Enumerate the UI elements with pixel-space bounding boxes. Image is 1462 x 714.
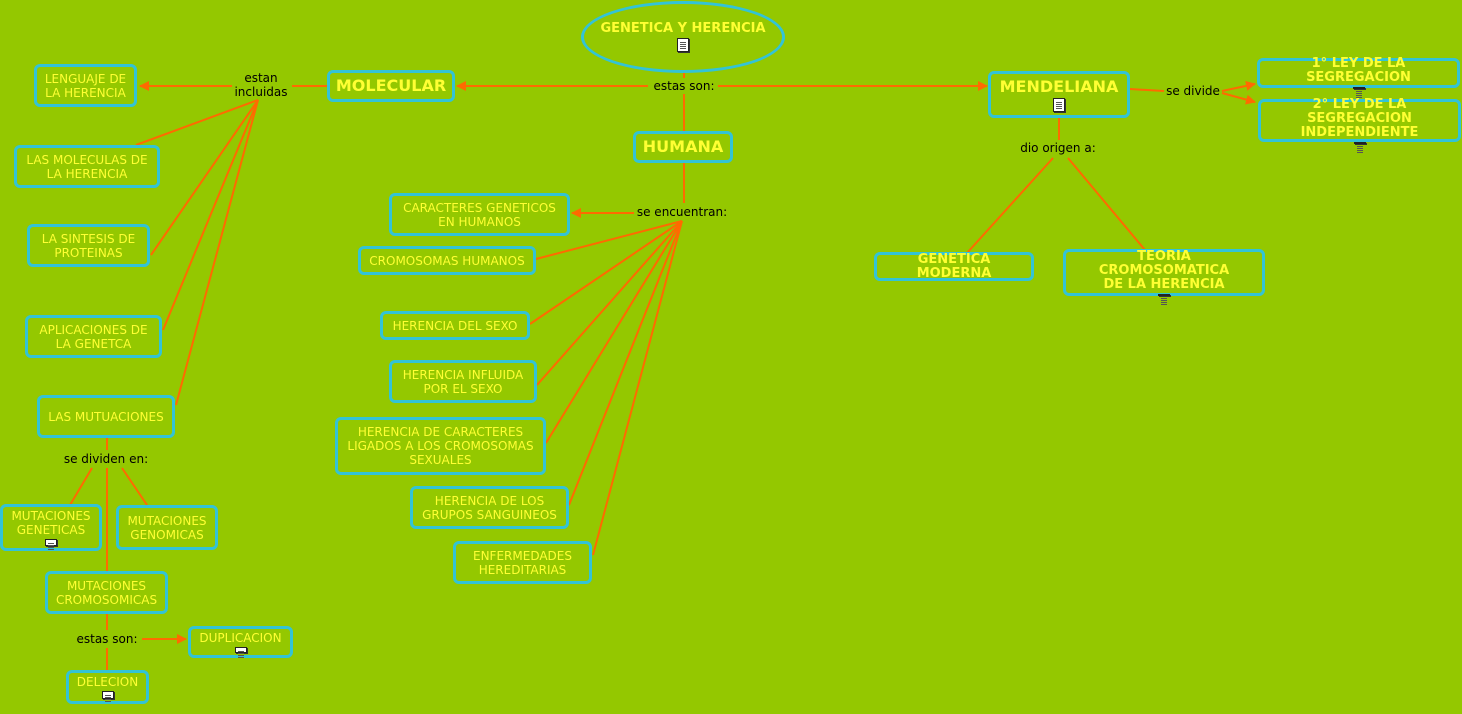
molecular-node[interactable]: MOLECULAR xyxy=(327,70,455,102)
label-dio-origen: dio origen a: xyxy=(1020,141,1096,155)
moleculas-node-label: LAS MOLECULAS DE LA HERENCIA xyxy=(26,152,148,181)
ley1-node-label: 1° LEY DE LA SEGREGACION xyxy=(1306,56,1411,85)
ley1-node[interactable]: 1° LEY DE LA SEGREGACION xyxy=(1257,56,1460,92)
moleculas-node[interactable]: LAS MOLECULAS DE LA HERENCIA xyxy=(14,145,160,188)
label-se-dividen: se dividen en: xyxy=(63,452,149,466)
mut-genomicas-node[interactable]: MUTACIONES GENOMICAS xyxy=(116,505,218,550)
lenguaje-node[interactable]: LENGUAJE DE LA HERENCIA xyxy=(34,64,137,107)
duplicacion-node-label: DUPLICACION xyxy=(199,631,282,645)
ley2-node[interactable]: 2° LEY DE LA SEGREGACION INDEPENDIENTE xyxy=(1258,96,1461,147)
genetica-moderna-node-label: GENETICA MODERNA xyxy=(916,251,992,281)
mut-cromosomicas-node-label: MUTACIONES CROMOSOMICAS xyxy=(55,578,158,607)
mut-cromosomicas-node[interactable]: MUTACIONES CROMOSOMICAS xyxy=(45,571,168,614)
teoria-node-label: TEORIA CROMOSOMATICA DE LA HERENCIA xyxy=(1098,248,1230,292)
ley2-node-label: 2° LEY DE LA SEGREGACION INDEPENDIENTE xyxy=(1300,96,1419,140)
herencia-sexo-node-label: HERENCIA DEL SEXO xyxy=(392,318,518,333)
mut-geneticas-node[interactable]: MUTACIONES GENETICAS xyxy=(0,504,102,551)
label-estas-son-bottom: estas son: xyxy=(76,632,138,646)
molecular-node-label: MOLECULAR xyxy=(335,76,447,95)
root-node-label: GENETICA Y HERENCIA xyxy=(600,21,766,36)
cromosomas-node-label: CROMOSOMAS HUMANOS xyxy=(369,253,525,268)
document-icon[interactable] xyxy=(1158,293,1170,299)
label-estas-son-top: estas son: xyxy=(653,79,715,93)
enfermedades-node-label: ENFERMEDADES HEREDITARIAS xyxy=(473,548,572,577)
label-se-encuentran: se encuentran: xyxy=(636,205,728,219)
duplicacion-node[interactable]: DUPLICACION xyxy=(188,626,293,658)
document-icon[interactable] xyxy=(101,691,114,699)
herencia-influida-node-label: HERENCIA INFLUIDA POR EL SEXO xyxy=(402,367,524,396)
herencia-grupos-node[interactable]: HERENCIA DE LOS GRUPOS SANGUINEOS xyxy=(410,486,569,529)
label-se-divide: se divide xyxy=(1166,84,1220,98)
label-estan-incluidas: estan incluidas xyxy=(234,71,288,99)
mutaciones-node[interactable]: LAS MUTUACIONES xyxy=(37,395,175,438)
herencia-sexo-node[interactable]: HERENCIA DEL SEXO xyxy=(380,311,530,340)
document-icon[interactable] xyxy=(677,38,689,52)
herencia-ligados-node[interactable]: HERENCIA DE CARACTERES LIGADOS A LOS CRO… xyxy=(335,417,546,475)
cromosomas-node[interactable]: CROMOSOMAS HUMANOS xyxy=(358,246,536,275)
teoria-node[interactable]: TEORIA CROMOSOMATICA DE LA HERENCIA xyxy=(1063,248,1265,299)
herencia-ligados-node-label: HERENCIA DE CARACTERES LIGADOS A LOS CRO… xyxy=(347,425,534,467)
sintesis-node-label: LA SINTESIS DE PROTEINAS xyxy=(41,231,136,260)
lenguaje-node-label: LENGUAJE DE LA HERENCIA xyxy=(44,71,127,100)
delecion-node[interactable]: DELECION xyxy=(66,670,149,704)
enfermedades-node[interactable]: ENFERMEDADES HEREDITARIAS xyxy=(453,541,592,584)
herencia-grupos-node-label: HERENCIA DE LOS GRUPOS SANGUINEOS xyxy=(422,493,557,522)
mut-geneticas-node-label: MUTACIONES GENETICAS xyxy=(11,509,91,537)
aplicaciones-node-label: APLICACIONES DE LA GENETCA xyxy=(39,322,148,351)
herencia-influida-node[interactable]: HERENCIA INFLUIDA POR EL SEXO xyxy=(389,360,537,403)
document-icon[interactable] xyxy=(234,647,247,653)
humana-node[interactable]: HUMANA xyxy=(633,131,733,163)
root-node[interactable]: GENETICA Y HERENCIA xyxy=(581,1,785,73)
caracteres-node[interactable]: CARACTERES GENETICOS EN HUMANOS xyxy=(389,193,570,236)
document-icon[interactable] xyxy=(1053,97,1065,112)
humana-node-label: HUMANA xyxy=(642,137,724,156)
document-icon[interactable] xyxy=(1353,141,1366,147)
aplicaciones-node[interactable]: APLICACIONES DE LA GENETCA xyxy=(25,315,162,358)
genetica-moderna-node[interactable]: GENETICA MODERNA xyxy=(874,252,1034,281)
caracteres-node-label: CARACTERES GENETICOS EN HUMANOS xyxy=(403,200,556,229)
sintesis-node[interactable]: LA SINTESIS DE PROTEINAS xyxy=(27,224,150,267)
mutaciones-node-label: LAS MUTUACIONES xyxy=(48,409,164,424)
document-icon[interactable] xyxy=(1352,87,1365,92)
mendeliana-node[interactable]: MENDELIANA xyxy=(988,71,1130,118)
mendeliana-node-label: MENDELIANA xyxy=(999,76,1119,96)
document-icon[interactable] xyxy=(45,539,57,546)
delecion-node-label: DELECION xyxy=(76,675,139,689)
mut-genomicas-node-label: MUTACIONES GENOMICAS xyxy=(127,513,207,542)
